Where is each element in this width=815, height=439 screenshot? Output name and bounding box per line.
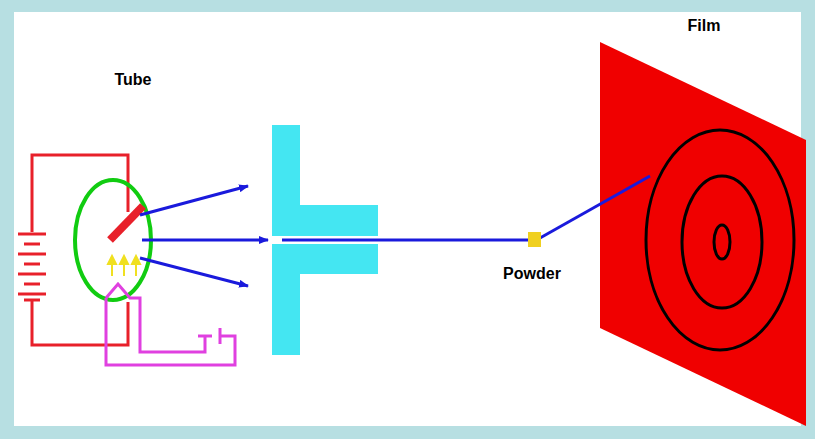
- part-label: Tube: [114, 70, 151, 89]
- tube-circuit: [18, 155, 128, 345]
- xray-beams: [140, 186, 268, 286]
- anode: [110, 206, 143, 240]
- tube-envelope: [75, 180, 151, 300]
- diffraction-rings: [646, 130, 794, 350]
- diffracted-beam: [540, 176, 650, 238]
- part-label: Powder: [503, 264, 561, 283]
- collimated-beam: [282, 239, 528, 242]
- film-plate: [600, 42, 806, 426]
- electron-arrows: [108, 256, 140, 276]
- part-label: Film: [688, 16, 721, 35]
- powder-sample: [528, 232, 541, 247]
- filament-circuit: [106, 284, 235, 365]
